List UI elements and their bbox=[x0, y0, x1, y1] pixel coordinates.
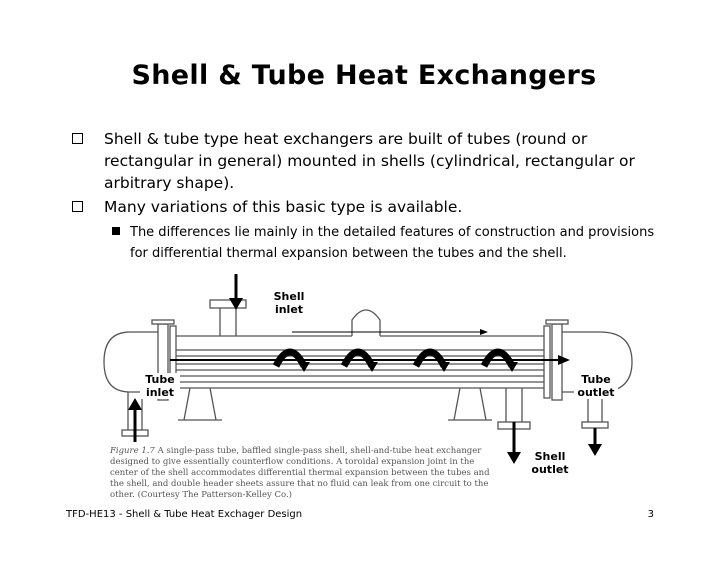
shell-inlet-label: Shell inlet bbox=[272, 290, 306, 316]
caption-number: Figure 1.7 bbox=[110, 446, 155, 456]
right-support bbox=[448, 387, 492, 421]
left-head bbox=[103, 331, 158, 393]
shell-inlet-arrow bbox=[229, 274, 243, 310]
right-flange-inner bbox=[543, 325, 551, 399]
shell-inlet-flange bbox=[209, 299, 247, 309]
tube-outlet-label: Tube outlet bbox=[574, 373, 618, 399]
slide-title: Shell & Tube Heat Exchangers bbox=[131, 60, 597, 91]
shell-outlet-label: Shell outlet bbox=[530, 450, 570, 476]
hollow-square-bullet-icon bbox=[72, 133, 83, 144]
bullet-text: Shell & tube type heat exchangers are bu… bbox=[104, 130, 635, 192]
heat-exchanger-diagram bbox=[103, 274, 633, 464]
tube-outlet-arrow bbox=[588, 428, 602, 456]
shell-outlet-nozzle bbox=[505, 388, 523, 422]
left-support bbox=[178, 387, 222, 421]
tube-inlet-arrow bbox=[128, 398, 142, 442]
shell-inlet-nozzle bbox=[219, 308, 237, 336]
caption-text: A single-pass tube, baffled single-pass … bbox=[110, 446, 490, 500]
sub-bullet-item: The differences lie mainly in the detail… bbox=[64, 222, 674, 264]
shell-outlet-arrow bbox=[507, 422, 521, 464]
hollow-square-bullet-icon bbox=[72, 201, 83, 212]
tube-inlet-label: Tube inlet bbox=[140, 373, 180, 399]
page-number: 3 bbox=[647, 509, 654, 520]
bullet-list: Shell & tube type heat exchangers are bu… bbox=[64, 128, 674, 264]
filled-square-bullet-icon bbox=[112, 227, 120, 235]
footer-text: TFD-HE13 - Shell & Tube Heat Exchager De… bbox=[66, 509, 303, 520]
baffle-flow-arrows bbox=[272, 348, 516, 368]
tube-flow-arrowhead bbox=[558, 355, 570, 365]
bullet-item: Many variations of this basic type is av… bbox=[64, 196, 674, 218]
bullet-item: Shell & tube type heat exchangers are bu… bbox=[64, 128, 674, 194]
expansion-joint bbox=[351, 309, 381, 336]
bullet-text: Many variations of this basic type is av… bbox=[104, 198, 463, 216]
figure-caption: Figure 1.7 A single-pass tube, baffled s… bbox=[110, 446, 490, 501]
tube-outlet-flange bbox=[581, 421, 609, 429]
sub-bullet-text: The differences lie mainly in the detail… bbox=[130, 225, 655, 261]
